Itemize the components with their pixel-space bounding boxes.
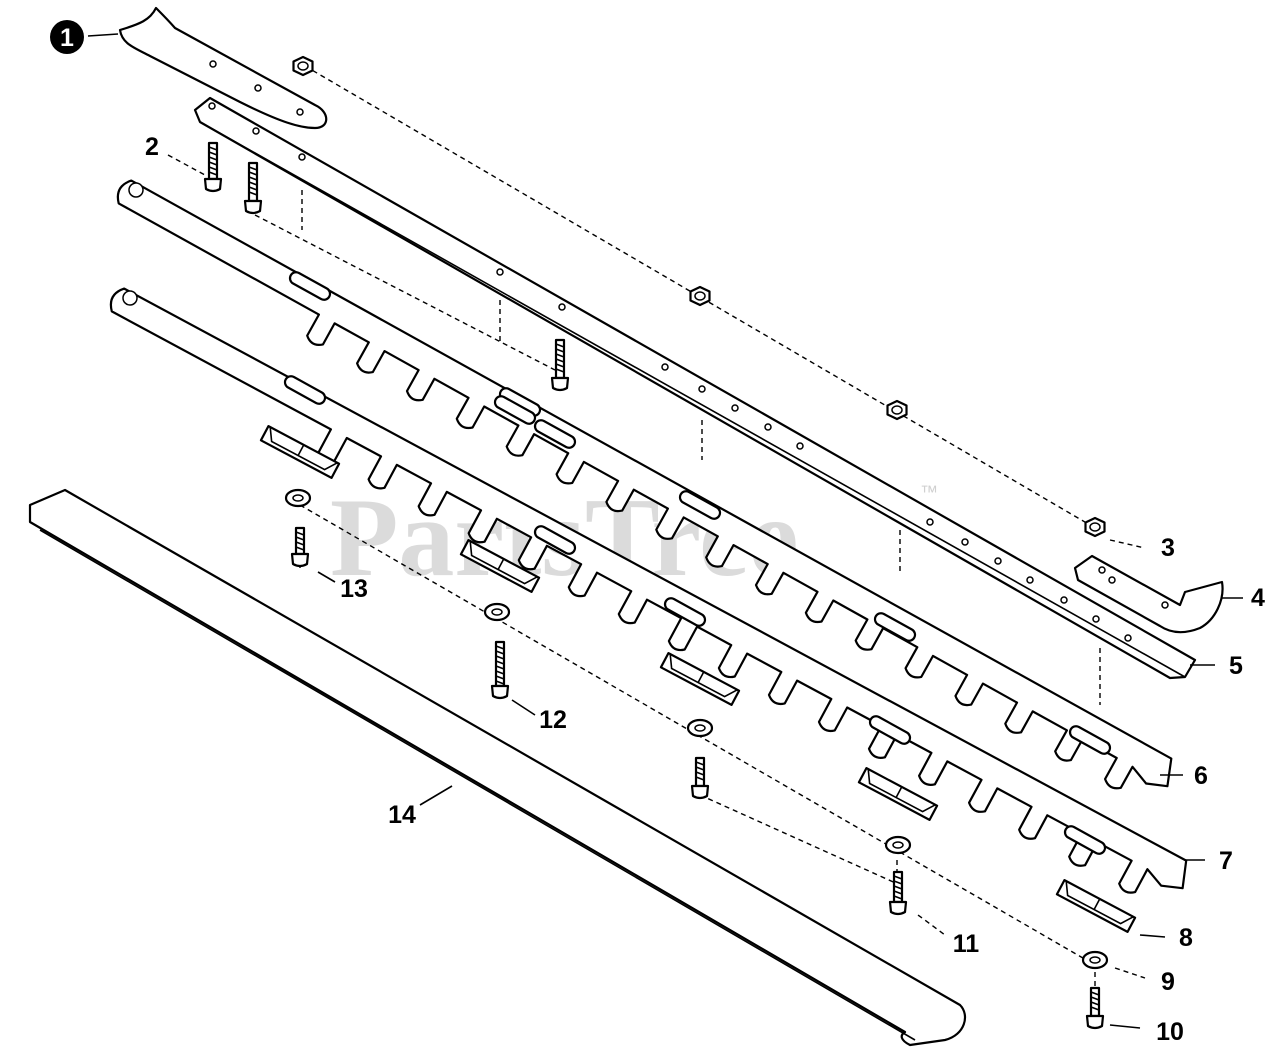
- watermark-trademark: ™: [920, 482, 938, 502]
- part-9-washers: [284, 488, 1109, 970]
- part-6-upper-cutter-blade: [116, 179, 1173, 790]
- callout-7: 7: [1219, 847, 1233, 875]
- callout-9: 9: [1161, 968, 1175, 996]
- part-3-nuts: [292, 55, 1106, 538]
- callout-5: 5: [1229, 652, 1243, 680]
- part-5-guide-bar: [193, 96, 1197, 680]
- bolts: [203, 141, 1105, 1030]
- callout-2: 2: [145, 133, 159, 161]
- callout-6: 6: [1194, 762, 1208, 790]
- callout-3: 3: [1161, 534, 1175, 562]
- callout-leaders: [87, 33, 1243, 1029]
- callout-11: 11: [953, 930, 980, 958]
- part-8-spacer-clips: [259, 425, 1137, 933]
- callout-12: 12: [539, 706, 567, 734]
- callout-1: 1: [60, 24, 74, 52]
- callout-14: 14: [388, 801, 416, 829]
- blade-slots: [283, 271, 1112, 855]
- part-4-end-bracket: [1073, 554, 1224, 634]
- callout-4: 4: [1251, 584, 1265, 612]
- callout-13: 13: [340, 575, 368, 603]
- callout-8: 8: [1179, 924, 1193, 952]
- callout-1-marker: [50, 20, 84, 54]
- part-14-guide-rail: [28, 488, 967, 1047]
- part-7-lower-cutter-blade: [109, 287, 1188, 894]
- part-1-blade-bracket: [118, 6, 328, 130]
- callouts: 1 2 3 4 5 6 7 8 9 10 11 12 13 14: [50, 20, 1265, 1046]
- callout-10: 10: [1156, 1018, 1184, 1046]
